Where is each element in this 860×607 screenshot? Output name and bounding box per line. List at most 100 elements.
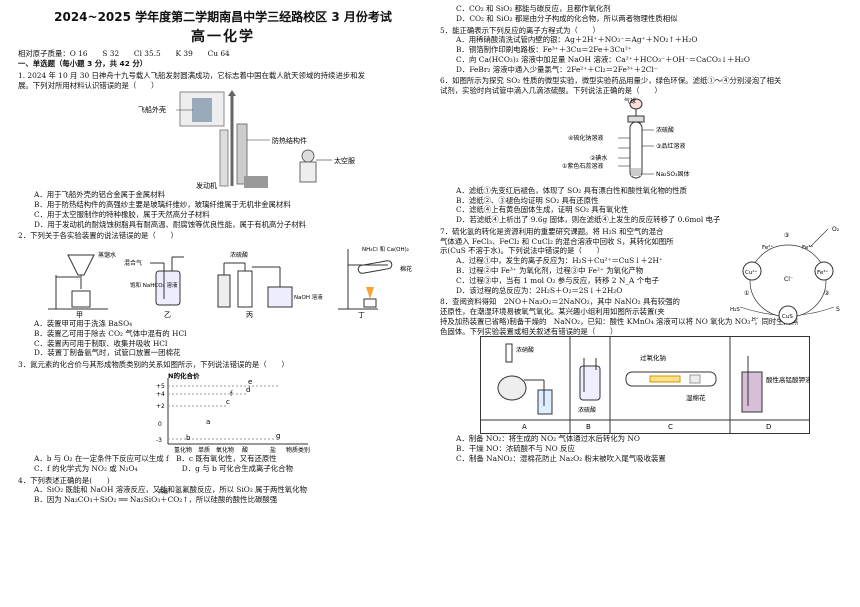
q1-option-d: D．用于发动机的耐烧蚀树脂具有耐高温、耐腐蚀等优良性能，属于有机高分子材料 — [34, 219, 306, 229]
q6-so2-apparatus: 气球 浓硫酸 ④硫化钠溶液 ③品红溶液 ②碘水 ①紫色石蕊溶液 Na₂SO₃固体 — [562, 97, 690, 179]
q6-label-paper2: ②碘水 — [590, 154, 607, 162]
q6-stem-line1: 6．如图所示为探究 SO₂ 性质的微型实验，微型实验药品用量少，绿色环保。滤纸①… — [440, 76, 782, 86]
q2-option-d: D．装置丁制备氨气时，试管口放置一团棉花 — [34, 348, 181, 358]
q7-node-cus: CuS — [782, 314, 793, 320]
q8-label-a: A — [522, 423, 527, 431]
q4-option-d: D．CO₂ 和 SiO₂ 都是由分子构成的化合物，所以两者物理性质相似 — [456, 13, 678, 23]
q5-stem: 5．能正确表示下列反应的离子方程式为（ ） — [440, 25, 600, 35]
q3-valence-chart: N的化合价 +5 +4 +2 0 -3 b a c d e f g — [156, 371, 310, 454]
q3-point-e: e — [248, 378, 252, 386]
q2-label-acid: 浓硫酸 — [230, 251, 248, 259]
q2-figure: 蒸馏水 甲 混合气 饱和 NaHCO₃ 溶液 乙 — [18, 241, 428, 319]
q3-point-c: c — [226, 398, 230, 406]
q7-option-b: B．过程②中 Fe³⁺ 为氧化剂，过程③中 Fe²⁺ 为氧化产物 — [456, 266, 644, 276]
q2-label-c: 丙 — [246, 311, 253, 319]
q2-label-naoh: NaOH 溶液 — [294, 293, 323, 301]
q3-point-b: b — [186, 434, 191, 442]
q6-label-balloon: 气球 — [624, 97, 636, 105]
q8-label-h2so4: 浓硫酸 — [578, 406, 596, 414]
q3-point-d: d — [246, 386, 250, 394]
q6-option-b: B．滤纸②、③褪色均证明 SO₂ 具有还原性 — [456, 195, 599, 205]
q5-option-c: C．向 Ca(HCO₃)₂ 溶液中加足量 NaOH 溶液：Ca²⁺＋HCO₃⁻＋… — [456, 54, 750, 64]
q8-label-d: D — [766, 423, 771, 431]
q7-stem-line2: 气体通入 FeCl₃、FeCl₂ 和 CuCl₂ 的混合溶液中回收 S，其转化如… — [440, 236, 674, 246]
q6-label-paper1: ①紫色石蕊溶液 — [562, 162, 603, 170]
q8-label-hno3: 浓硝酸 — [516, 346, 534, 354]
question-2: 2．下列关于各实验装置的说法错误的是（ ） 蒸馏水 甲 — [18, 231, 428, 358]
q6-label-acid: 浓硫酸 — [656, 126, 674, 134]
q6-option-a: A．滤纸①先变红后褪色，体现了 SO₂ 具有漂白性和酸性氧化物的性质 — [456, 185, 688, 195]
question-7: 7．硫化氢的转化是资源利用的重要研究课题。将 H₂S 和空气的混合 气体通入 F… — [440, 226, 850, 325]
q6-figure: 气球 浓硫酸 ④硫化钠溶液 ③品红溶液 ②碘水 ①紫色石蕊溶液 Na₂SO₃固体 — [440, 96, 850, 186]
q2-label-cotton: 棉花 — [400, 265, 412, 273]
q8-option-b: B．干燥 NO：浓硫酸不与 NO 反应 — [456, 444, 575, 454]
q1-spacesuit-photo — [301, 149, 315, 163]
q1-label-suit: 太空服 — [334, 156, 355, 165]
q3-xcat-1: 单质 — [198, 446, 210, 454]
q2-label-nahco3: 饱和 NaHCO₃ 溶液 — [130, 281, 178, 289]
q7-cycle-diagram: Cu²⁺ Fe³⁺ CuS Cl⁻ ③ ① ② O₂ Fe²⁺ Fe³⁺ H₂S… — [730, 226, 840, 325]
question-6: 6．如图所示为探究 SO₂ 性质的微型实验，微型实验药品用量少，绿色环保。滤纸①… — [440, 76, 850, 225]
q2-stem: 2．下列关于各实验装置的说法错误的是（ ） — [18, 231, 178, 241]
q7-fe2: Fe²⁺ — [762, 244, 773, 251]
q3-option-ab: A．b 与 O₂ 在一定条件下反应可以生成 f B．c 既有氧化性，又有还原性 — [34, 454, 277, 464]
q1-label-engine: 发动机 — [196, 181, 217, 190]
right-column: C．CO₂ 和 SiO₂ 都能与碳反应，且都作氧化剂 D．CO₂ 和 SiO₂ … — [440, 4, 850, 464]
q1-option-b: B．用于防热结构件的高强纱主要是玻璃纤维纱，玻璃纤维属于无机非金属材料 — [34, 200, 291, 210]
left-column: 2024~2025 学年度第二学期南昌中学三经路校区 3 月份考试 高一化学 相… — [18, 4, 428, 505]
q3-ylabel: N的化合价 — [168, 371, 200, 380]
q2-label-b: 乙 — [164, 311, 171, 319]
q7-center-cl: Cl⁻ — [784, 276, 793, 283]
q1-label-structure: 防热结构件 — [272, 136, 307, 145]
q1-figure: 飞船外壳 防热结构件 太空服 发动机 — [18, 90, 428, 190]
question-1: 1. 2024 年 10 月 30 日神舟十九号载人飞船发射圆满成功，它标志着中… — [18, 71, 428, 230]
q6-label-paper4: ④硫化钠溶液 — [568, 134, 603, 142]
q4-stem: 4．下列表述正确的是( ) — [18, 475, 110, 485]
q4-option-a: A．SiO₂ 既能和 NaOH 溶液反应，又能和氢氟酸反应，所以 SiO₂ 属于… — [34, 485, 307, 495]
q3-ytick-1: +4 — [156, 391, 165, 398]
q8-stem-line3: 持及加热装置已省略)制备干燥的 NaNO₂，已知：酸性 KMnO₄ 溶液可以将 … — [440, 316, 799, 326]
q8-stem-line2: 还原性，在潮湿环境易被氧气氧化。某兴趣小组利用如图所示装置(夹 — [440, 307, 665, 317]
q8-label-cotton: 湿棉花 — [686, 393, 706, 402]
q7-o2: O₂ — [832, 226, 840, 233]
q2-apparatus-diagram: 蒸馏水 甲 混合气 饱和 NaHCO₃ 溶液 乙 — [48, 245, 412, 319]
q5-option-d: D．FeBr₂ 溶液中通入少量氯气：2Fe²⁺＋Cl₂＝2Fe³⁺＋2Cl⁻ — [456, 64, 658, 74]
q6-stem-line2: 试剂，实验时向试管中滴入几滴浓硫酸。下列说法正确的是（ ） — [440, 86, 662, 96]
q6-label-solid: Na₂SO₃固体 — [656, 170, 690, 178]
q3-xcat-2: 氧化物 — [216, 446, 234, 454]
q7-step1: ① — [744, 290, 749, 297]
question-5: 5．能正确表示下列反应的离子方程式为（ ） A．用稀硝酸清洗试管内壁的银：Ag＋… — [440, 26, 850, 75]
q6-option-c: C．滤纸④上有黄色固体生成，证明 SO₂ 具有氧化性 — [456, 205, 629, 215]
q6-option-d: D．若滤纸④上析出了 9.6g 固体，则在滤纸④上发生的反应转移了 0.6mol… — [456, 215, 721, 225]
q7-option-a: A．过程①中，发生的离子反应为：H₂S＋Cu²⁺＝CuS↓＋2H⁺ — [456, 256, 663, 266]
q8-option-c: C．制备 NaNO₂：湿棉花防止 Na₂O₂ 粉末被吹入尾气吸收装置 — [456, 453, 666, 463]
q3-xcat-4: 盐 — [270, 446, 276, 454]
q8-figure: 浓硝酸 A 浓硫酸 B 过氧化钠 湿棉花 C — [440, 336, 850, 435]
q7-fe3-top: Fe³⁺ — [802, 244, 813, 251]
q7-node-cu: Cu²⁺ — [745, 269, 758, 276]
q3-ytick-2: +2 — [156, 403, 165, 410]
q3-stem: 3．氮元素的化合价与其形成物质类别的关系如图所示，下列说法错误的是（ ） — [18, 360, 289, 370]
q7-h2s: H₂S — [730, 307, 740, 313]
q7-s: S — [836, 306, 840, 313]
q1-engine-photo — [244, 176, 268, 189]
q7-node-fe3: Fe³⁺ — [817, 269, 828, 276]
q4-option-b-wrapper: 高温 B．因为 Na₂CO₃＋SiO₂ ══ Na₂SiO₃＋CO₂↑，所以硅酸… — [18, 489, 428, 505]
q3-xcat-0: 氢化物 — [174, 446, 192, 454]
q8-stem-line4: 色固体。下列实验装置或相关叙述有错误的是（ ） — [440, 326, 618, 336]
q8-label-c: C — [668, 423, 673, 431]
q3-xcat-3: 酸 — [242, 446, 248, 454]
q3-point-a: a — [206, 418, 210, 426]
atomic-masses: 相对原子质量：O 16 S 32 Cl 35.5 K 39 Cu 64 — [18, 49, 230, 59]
q3-point-f: f — [230, 390, 233, 398]
q2-label-a: 甲 — [76, 311, 83, 319]
q3-point-g: g — [276, 432, 280, 440]
q8-label-na2o2: 过氧化钠 — [640, 353, 666, 362]
q2-label-water: 蒸馏水 — [98, 251, 116, 259]
question-4: 4．下列表述正确的是( ) A．SiO₂ 既能和 NaOH 溶液反应，又能和氢氟… — [18, 476, 428, 505]
q3-xcat-5: 物质类别 — [286, 446, 310, 454]
q1-stem-line2: 展。下列对所用材料认识错误的是（ ） — [18, 80, 159, 90]
question-3: 3．氮元素的化合价与其形成物质类别的关系如图所示，下列说法错误的是（ ） N的化… — [18, 360, 428, 473]
q8-apparatus-table: 浓硝酸 A 浓硫酸 B 过氧化钠 湿棉花 C — [480, 336, 819, 435]
